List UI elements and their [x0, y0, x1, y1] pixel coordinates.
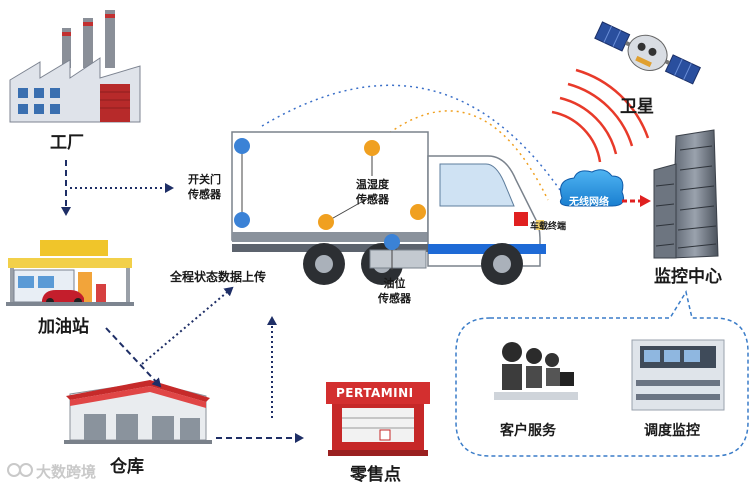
- truck-icon: [231, 131, 546, 285]
- factory-icon: [9, 10, 141, 123]
- label-satellite: 卫星: [620, 97, 654, 117]
- wireless-network-badge: [559, 169, 625, 207]
- arrow-gas-to-warehouse: [105, 327, 162, 388]
- label-gas-station: 加油站: [38, 317, 89, 337]
- temp-sensor-dot-mid: [318, 214, 334, 230]
- temp-sensor-line2: 传感器: [356, 193, 389, 206]
- label-upload: 全程状态数据上传: [170, 270, 267, 284]
- door-sensor-line2: 传感器: [188, 188, 221, 201]
- door-sensor-line1: 开关门: [188, 173, 221, 186]
- label-factory: 工厂: [50, 133, 84, 153]
- label-oil-sensor: 油位 传感器: [378, 276, 411, 306]
- kiosk-sign: PERTAMINI: [336, 386, 414, 400]
- temp-sensor-dot-right: [410, 204, 426, 220]
- watermark-logo-icon: [7, 463, 33, 477]
- customer-service-icon: [490, 330, 580, 410]
- monitor-center-building-icon: [653, 129, 719, 259]
- door-sensor-dot-bottom: [234, 212, 250, 228]
- oil-sensor-dot: [384, 234, 400, 250]
- satellite-icon: [594, 21, 701, 85]
- oil-sensor-line1: 油位: [383, 277, 406, 290]
- dispatch-monitor-room-icon: [631, 339, 725, 411]
- vehicle-terminal-box: [514, 212, 528, 226]
- label-vehicle-terminal: 车载终端: [530, 222, 567, 232]
- service-callout: [455, 290, 749, 457]
- link-sensor-satellite: [379, 110, 549, 201]
- retail-kiosk-icon: [326, 382, 430, 456]
- label-dispatch-monitor: 调度监控: [644, 423, 700, 439]
- label-customer-service: 客户服务: [500, 423, 556, 439]
- watermark-text: 大数跨境: [36, 463, 97, 481]
- flow-arrows: [61, 160, 304, 443]
- label-retail: 零售点: [350, 465, 401, 485]
- radio-waves: [551, 68, 650, 163]
- temp-sensor-dot-top: [364, 140, 380, 156]
- label-wireless-network: 无线网络: [569, 197, 609, 208]
- door-sensor-dot-top: [234, 138, 250, 154]
- label-temp-humidity-sensor: 温湿度 传感器: [356, 177, 389, 207]
- label-door-sensor: 开关门 传感器: [188, 172, 221, 202]
- oil-sensor-line2: 传感器: [378, 292, 411, 305]
- temp-sensor-line1: 温湿度: [356, 178, 389, 191]
- arrow-upload-to-truck: [141, 286, 234, 365]
- gas-station-icon: [6, 240, 134, 306]
- label-monitor-center: 监控中心: [654, 267, 722, 287]
- warehouse-icon: [64, 380, 212, 444]
- label-warehouse: 仓库: [110, 457, 144, 477]
